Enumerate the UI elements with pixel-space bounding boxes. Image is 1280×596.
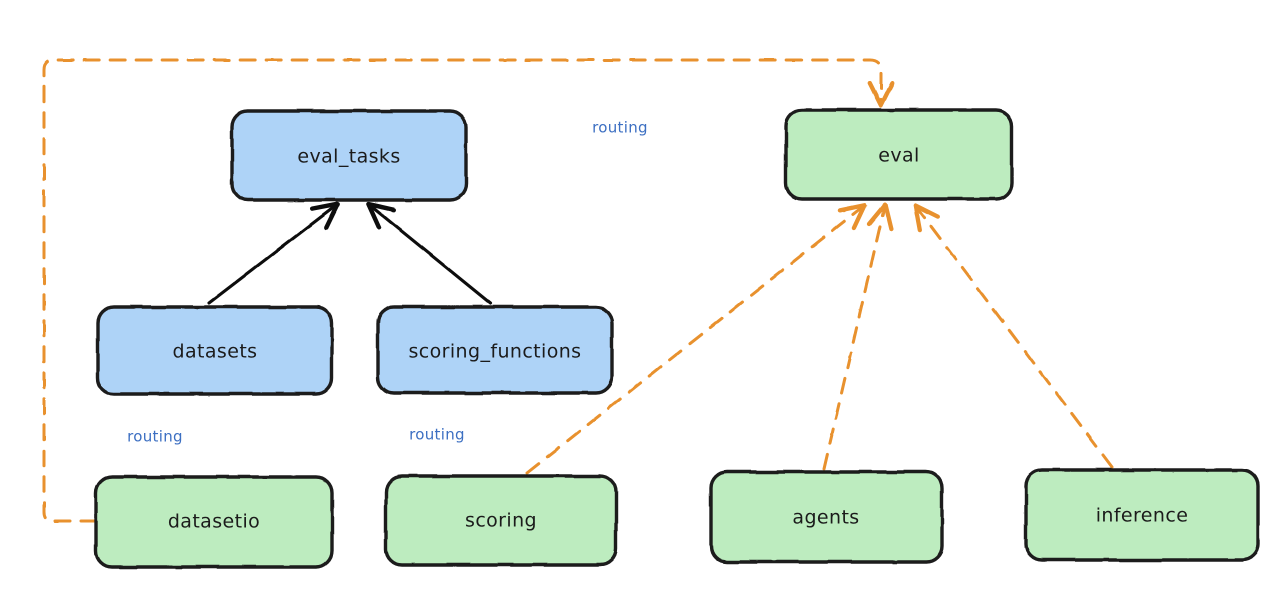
- edge-label-routing-scoring-functions: routing: [409, 426, 465, 444]
- edge-datasets-eval-tasks: [207, 201, 340, 305]
- edge-agents-eval: [822, 202, 894, 471]
- node-inference-label: inference: [1096, 505, 1189, 527]
- edge-scoring-functions-eval-tasks: [366, 201, 492, 305]
- node-eval[interactable]: eval: [784, 108, 1014, 201]
- node-datasets[interactable]: datasets: [96, 305, 334, 396]
- edge-label-routing-eval-tasks: routing: [592, 119, 648, 137]
- nodes-layer: eval_tasks eval datasets scoring_functio…: [94, 108, 1260, 569]
- node-scoring-label: scoring: [465, 510, 537, 532]
- node-datasetio-label: datasetio: [168, 511, 260, 533]
- node-eval-tasks[interactable]: eval_tasks: [230, 109, 468, 202]
- edge-label-routing-datasets: routing: [127, 428, 183, 446]
- node-eval-label: eval: [878, 145, 919, 167]
- edge-scoring-eval: [525, 203, 867, 475]
- node-agents[interactable]: agents: [709, 470, 944, 564]
- node-datasetio[interactable]: datasetio: [94, 475, 334, 569]
- node-scoring[interactable]: scoring: [384, 474, 618, 567]
- node-scoring-functions-label: scoring_functions: [409, 341, 582, 363]
- node-eval-tasks-label: eval_tasks: [297, 146, 400, 168]
- node-datasets-label: datasets: [173, 341, 258, 363]
- node-agents-label: agents: [792, 507, 859, 529]
- edges-layer: [42, 58, 1114, 523]
- node-inference[interactable]: inference: [1024, 468, 1260, 562]
- node-scoring-functions[interactable]: scoring_functions: [376, 305, 614, 395]
- edge-labels-layer: routing routing routing: [127, 119, 648, 446]
- edge-inference-eval: [913, 203, 1114, 469]
- edge-datasetio-eval: [42, 58, 895, 523]
